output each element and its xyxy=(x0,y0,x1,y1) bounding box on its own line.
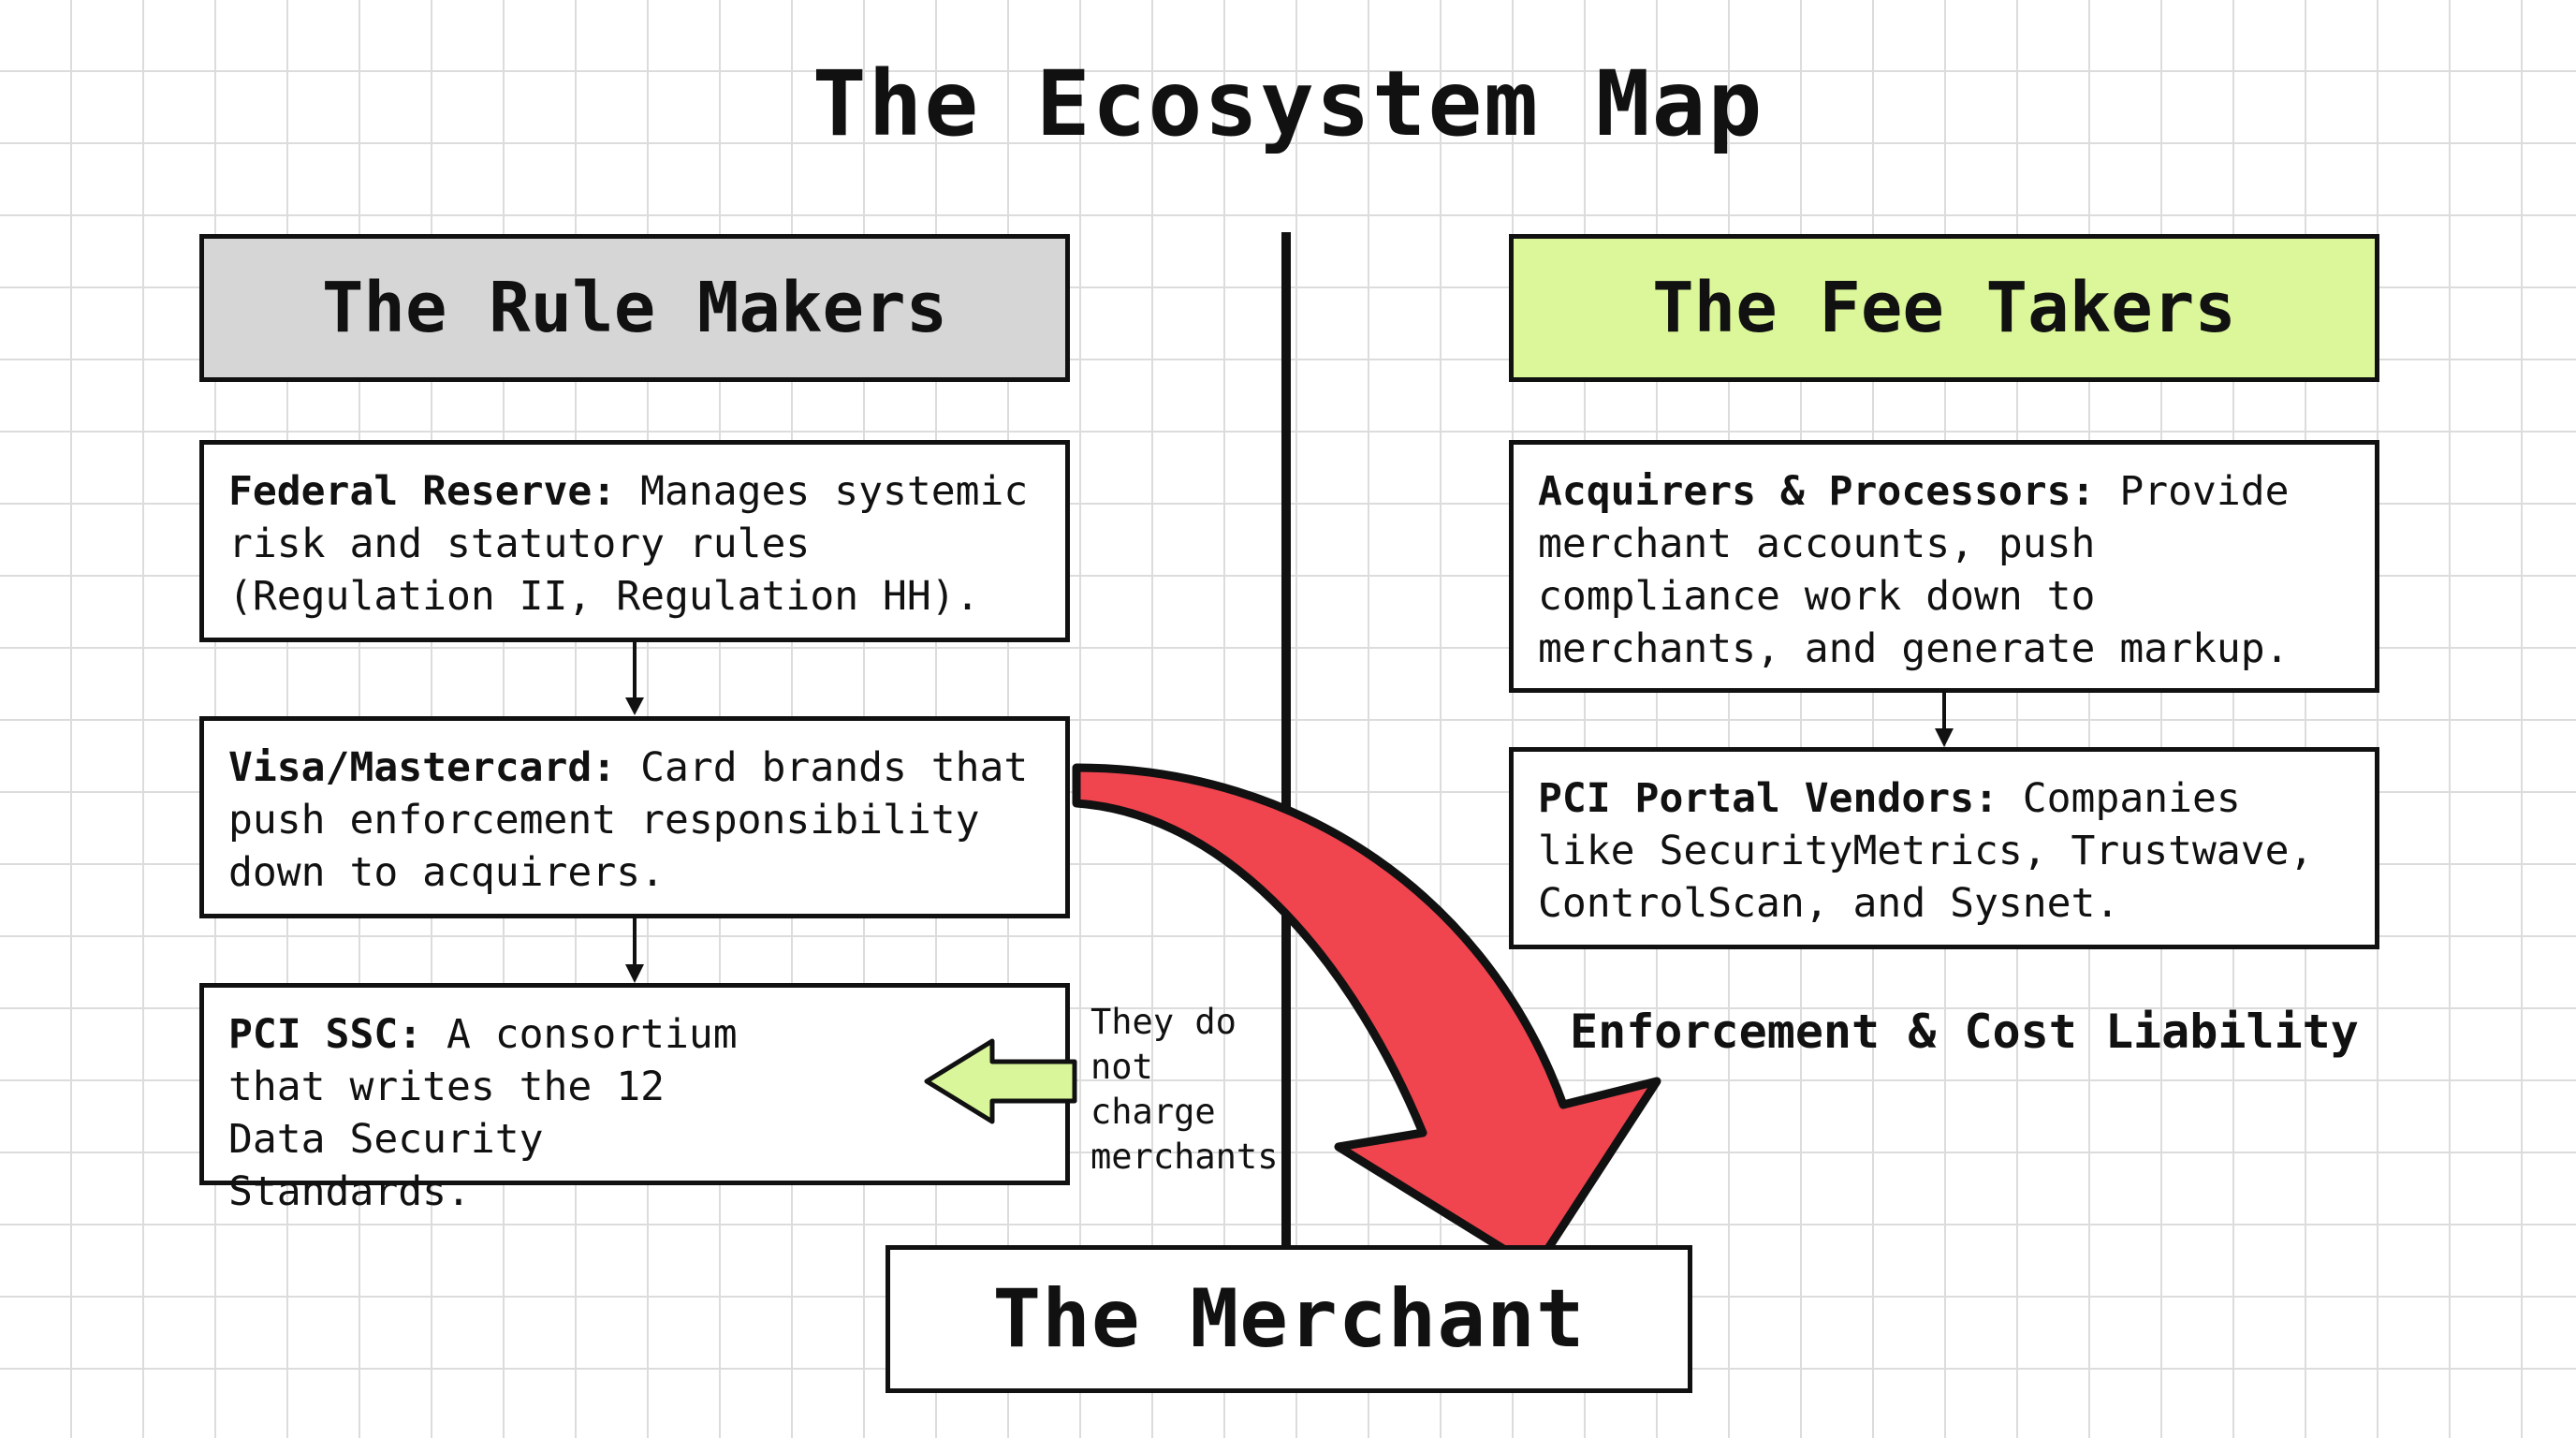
fee-takers-header: The Fee Takers xyxy=(1509,234,2379,382)
visa-mastercard-box: Visa/Mastercard: Card brands that push e… xyxy=(199,716,1070,918)
visa-mastercard-text: Card brands that push enforcement respon… xyxy=(228,744,1029,896)
pci-portal-vendors-box: PCI Portal Vendors: Companies like Secur… xyxy=(1509,747,2379,949)
green-left-arrow xyxy=(924,1038,1077,1124)
acquirers-processors-text: Provide merchant accounts, push complian… xyxy=(1538,468,2290,672)
pci-portal-vendors-name: PCI Portal Vendors: xyxy=(1538,775,1998,822)
page-title: The Ecosystem Map xyxy=(812,51,1764,156)
pci-ssc-box: PCI SSC: A consortium that writes the 12… xyxy=(199,983,1070,1215)
down-arrow-1 xyxy=(625,642,644,715)
acquirers-processors-box: Acquirers & Processors: Provide merchant… xyxy=(1509,440,2379,693)
enforcement-label: Enforcement & Cost Liability xyxy=(1570,1005,2359,1059)
rule-makers-header: The Rule Makers xyxy=(199,234,1070,382)
acquirers-processors-name: Acquirers & Processors: xyxy=(1538,468,2096,515)
federal-reserve-name: Federal Reserve: xyxy=(228,468,617,515)
federal-reserve-text: Manages systemic risk and statutory rule… xyxy=(228,468,1029,620)
pci-ssc-text: A consortium that writes the 12 Data Sec… xyxy=(228,1011,738,1215)
red-curved-arrow xyxy=(1072,763,1661,1273)
down-arrow-2 xyxy=(625,918,644,983)
merchant-box: The Merchant xyxy=(886,1245,1692,1393)
center-divider xyxy=(1281,232,1291,1248)
pci-portal-vendors-text: Companies like SecurityMetrics, Trustwav… xyxy=(1538,775,2314,927)
down-arrow-3 xyxy=(1935,693,1954,747)
federal-reserve-box: Federal Reserve: Manages systemic risk a… xyxy=(199,440,1070,642)
no-charge-note: They do not charge merchants xyxy=(1090,1002,1279,1177)
visa-mastercard-name: Visa/Mastercard: xyxy=(228,744,617,791)
pci-ssc-name: PCI SSC: xyxy=(228,1011,423,1058)
